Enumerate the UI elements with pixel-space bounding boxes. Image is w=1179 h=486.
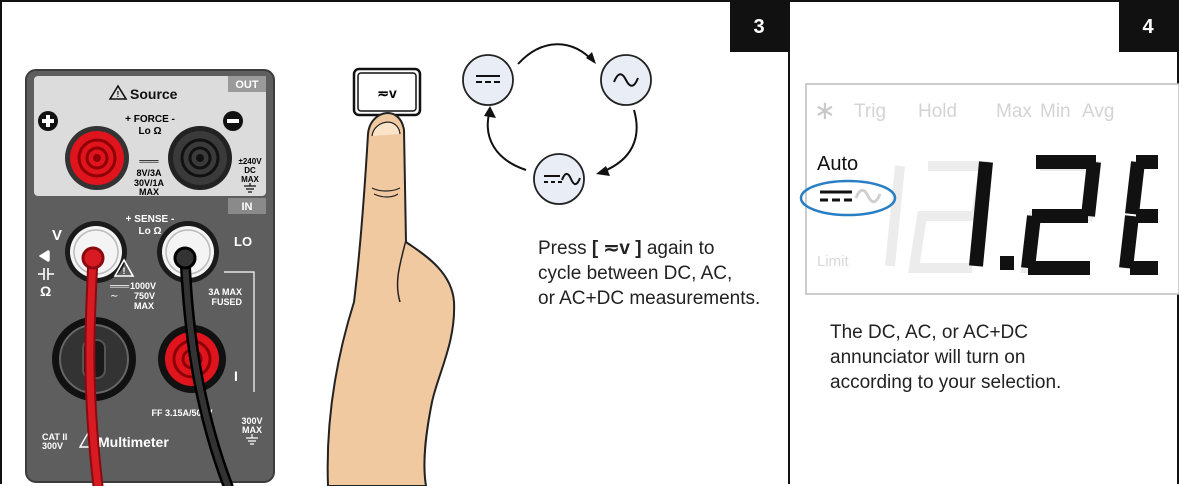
dc-symbol-icon — [462, 54, 514, 106]
step-4-caption-line-1: The DC, AC, or AC+DC — [830, 322, 1028, 343]
key-label: ≂v — [377, 85, 397, 101]
lcd-display-illustration: ∗ Trig Hold Max Min Avg Auto Limit — [799, 83, 1179, 295]
annunciator-min: Min — [1040, 101, 1071, 122]
step-3-badge: 3 — [730, 2, 788, 52]
svg-text:═══: ═══ — [138, 156, 159, 166]
svg-text:!: ! — [123, 266, 126, 276]
svg-text:∼: ∼ — [110, 291, 118, 302]
force-lo-label: Lo Ω — [138, 126, 161, 137]
step-4-caption-line-3: according to your selection. — [830, 372, 1062, 393]
i-max-2: MAX — [242, 425, 262, 435]
i-label: I — [234, 368, 238, 384]
step-4-badge: 4 — [1119, 2, 1177, 52]
caption-press-text: Press — [538, 238, 592, 259]
multimeter-front-panel: OUT ! Source + FORCE - Lo Ω — [25, 69, 275, 486]
finger-press-icon — [326, 112, 456, 486]
step-3-caption-line-1: Press [ ≂v ] again to — [538, 236, 760, 261]
annunciator-hold: Hold — [918, 101, 957, 122]
cycle-arrow-ac-to-acdc — [601, 109, 638, 173]
ground-icon — [244, 183, 256, 193]
source-max-2: DC — [244, 166, 256, 175]
input-rating-3: MAX — [134, 301, 154, 311]
source-max-3: MAX — [241, 175, 259, 184]
ohm-label: Ω — [40, 283, 51, 299]
limit-annunciator: Limit — [817, 253, 850, 270]
caption-again-text: again to — [641, 238, 715, 259]
in-label: IN — [242, 201, 253, 213]
source-rating-1: 8V/3A — [136, 168, 162, 178]
annunciator-max: Max — [996, 101, 1032, 122]
source-max-1: ±240V — [238, 157, 262, 166]
source-rating-2: 30V/1A — [134, 178, 165, 188]
asterisk-icon: ∗ — [814, 95, 836, 125]
i-max-1: 300V — [241, 416, 262, 426]
force-label: + FORCE - — [125, 114, 175, 125]
auto-annunciator: Auto — [817, 153, 858, 175]
annunciator-trig: Trig — [854, 101, 886, 122]
fuse-label: FF 3.15A/500V — [151, 408, 212, 418]
svg-text:!: ! — [117, 90, 120, 99]
step-4-caption-line-2: annunciator will turn on — [830, 347, 1026, 368]
input-rating-2: 750V — [134, 291, 155, 301]
capacitor-icon — [38, 268, 54, 280]
mode-cycle-diagram — [462, 43, 652, 205]
in-tag — [228, 198, 266, 214]
lo-label: LO — [234, 234, 252, 249]
acdc-symbol-icon — [533, 153, 585, 205]
step-3-caption-line-3: or AC+DC measurements. — [538, 288, 761, 309]
warning-icon — [108, 84, 128, 100]
force-minus-terminal[interactable] — [168, 126, 232, 190]
sense-lo-label: Lo Ω — [138, 226, 161, 237]
step-3-illustration: OUT ! Source + FORCE - Lo Ω — [25, 43, 652, 486]
step-3-caption: Press [ ≂v ] again to cycle between DC, … — [538, 236, 760, 311]
step-3-caption-line-2: cycle between DC, AC, — [538, 263, 733, 284]
annunciator-avg: Avg — [1082, 101, 1114, 122]
current-rating-2: FUSED — [211, 297, 242, 307]
cycle-arrow-dc-to-ac — [517, 43, 595, 65]
out-tag — [228, 76, 266, 92]
annunciator-highlight-ellipse — [799, 179, 897, 217]
step-4-panel: 4 ∗ Trig Hold Max Min Avg Auto — [790, 0, 1179, 484]
lcd-screen — [805, 83, 1179, 295]
caption-key-glyph: [ ≂v ] — [591, 238, 642, 259]
cat-label-2: 300V — [42, 441, 63, 451]
force-plus-terminal[interactable] — [65, 126, 129, 190]
cycle-arrow-acdc-to-dc — [486, 109, 527, 171]
reading-digits — [969, 155, 1158, 275]
sense-label: + SENSE - — [126, 214, 175, 225]
diode-icon — [38, 249, 50, 263]
source-rating-3: MAX — [139, 187, 159, 197]
source-label: Source — [130, 86, 178, 102]
ac-symbol-icon — [600, 54, 652, 106]
input-warning-icon — [113, 258, 135, 277]
svg-text:═══: ═══ — [109, 281, 130, 291]
cat-label-1: CAT II — [42, 432, 67, 442]
current-rating-1: 3A MAX — [208, 287, 242, 297]
dcv-acv-key[interactable]: ≂v — [352, 67, 422, 117]
step-4-caption: The DC, AC, or AC+DC annunciator will tu… — [830, 320, 1061, 395]
step-3-panel: 3 OUT ! Source + FORCE - Lo Ω — [0, 0, 790, 486]
brand-label: Multimeter — [98, 434, 169, 450]
v-label: V — [52, 227, 62, 244]
out-label: OUT — [235, 79, 259, 91]
dc-annunciator — [820, 188, 882, 204]
input-rating-1: 1000V — [130, 281, 156, 291]
